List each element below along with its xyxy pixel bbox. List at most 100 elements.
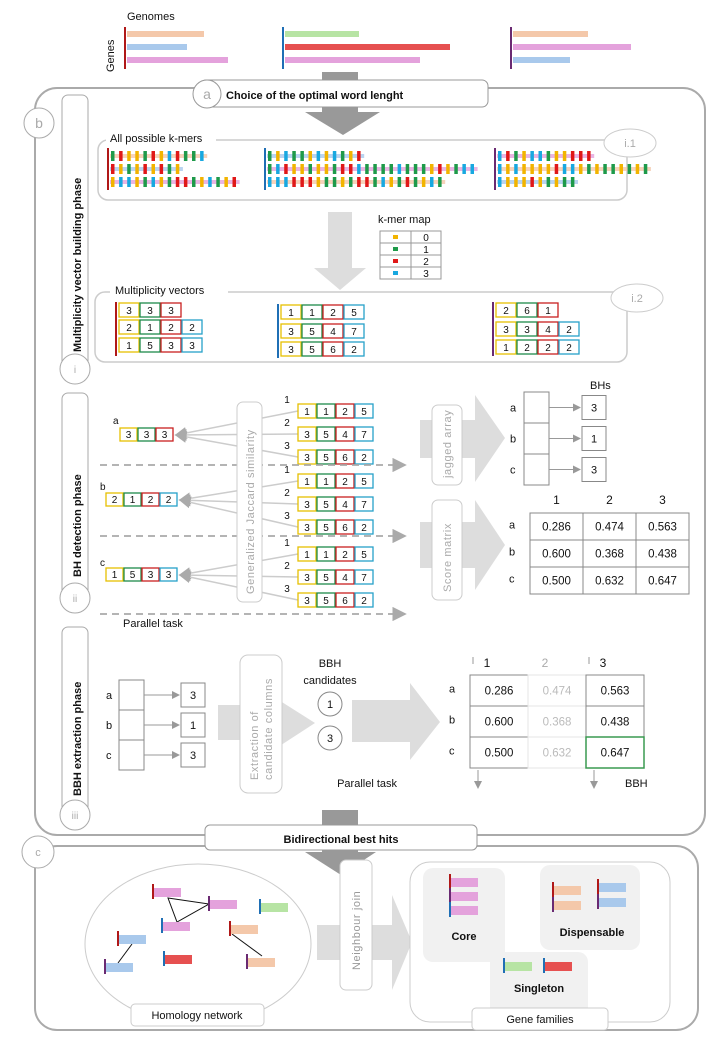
- kmer-tick: [381, 177, 385, 187]
- vector-cell: [105, 567, 124, 582]
- kmer-tick: [127, 177, 131, 187]
- matrix-cell: [469, 705, 529, 738]
- matrix-value: 0.563: [648, 522, 677, 534]
- kmer-tick: [192, 177, 196, 187]
- vector-cell: [335, 496, 355, 512]
- vector-value: 2: [503, 306, 509, 317]
- phase-2-marker: [59, 582, 91, 614]
- homology-edge: [117, 943, 133, 964]
- vector-cell: [343, 304, 365, 320]
- candidate-value: 3: [327, 733, 333, 745]
- vector-value: 7: [361, 430, 367, 441]
- vector-value: 6: [342, 596, 348, 607]
- kmer-tick: [365, 164, 369, 174]
- kmer-tick: [175, 164, 180, 174]
- vector-cell: [160, 319, 182, 335]
- big-arrow-right-icon: [352, 683, 440, 760]
- vector-cell: [105, 492, 124, 507]
- vector-value: 6: [342, 453, 348, 464]
- kmer-tick: [365, 177, 369, 187]
- vector-cell: [137, 427, 156, 442]
- vector-cell: [316, 473, 336, 489]
- kmer-tick: [143, 151, 147, 161]
- genome-marker: [229, 921, 231, 936]
- kmer-tick: [316, 177, 321, 187]
- gene-families-label: Gene families: [506, 1014, 574, 1026]
- kmer-tick: [143, 164, 147, 174]
- genome-marker: [208, 896, 210, 911]
- vector-cell: [297, 592, 317, 608]
- gene-node: [599, 898, 626, 907]
- genome-marker: [246, 954, 248, 969]
- matrix-value: 0.474: [595, 522, 624, 534]
- vector-value: 7: [361, 500, 367, 511]
- vector-value: 2: [361, 523, 367, 534]
- kmer-tick: [349, 151, 353, 161]
- kmer-tick: [405, 164, 410, 174]
- vector-value: 5: [361, 407, 367, 418]
- vector-value: 7: [361, 573, 367, 584]
- kmer-tick: [276, 151, 280, 161]
- kmer-tick: [167, 151, 172, 161]
- genome-marker: [449, 888, 451, 903]
- genome-marker: [163, 951, 165, 966]
- bh-value: 3: [190, 750, 196, 762]
- vector-value: 5: [323, 430, 329, 441]
- vector-cell: [280, 304, 302, 320]
- phase-1-label: Multiplicity vector building phase: [72, 178, 84, 352]
- score-matrix-label: Score matrix: [442, 523, 454, 592]
- kmer-map-cell: [410, 266, 442, 280]
- kmer-strip-bg: [267, 154, 365, 158]
- gene-node: [554, 901, 581, 910]
- vector-value: 1: [112, 570, 118, 581]
- vector-cell: [354, 426, 374, 442]
- gene-bar: [513, 57, 570, 63]
- gene-bar: [513, 44, 631, 50]
- matrix-cell: [529, 539, 584, 568]
- kmer-tick: [643, 164, 648, 174]
- kmer-strip-bg: [110, 180, 240, 184]
- vector-value: 4: [342, 573, 348, 584]
- gene-node: [163, 922, 190, 931]
- vector-cell: [316, 496, 336, 512]
- kmer-tick: [268, 164, 272, 174]
- genome-marker: [117, 931, 119, 946]
- vector-cell: [495, 339, 517, 355]
- kmer-tick: [381, 164, 385, 174]
- matrix-value: 0.438: [601, 717, 630, 729]
- bh-value: 1: [591, 434, 597, 446]
- vector-cell: [516, 321, 538, 337]
- dispensable-label: Dispensable: [560, 927, 625, 939]
- matrix-cell: [529, 566, 584, 595]
- vector-value: 1: [323, 477, 329, 488]
- vector-value: 3: [304, 430, 310, 441]
- vector-cell: [558, 339, 580, 355]
- neighbour-join-pill: [339, 859, 373, 991]
- bh-value: 3: [591, 403, 597, 415]
- kmer-tick: [562, 177, 567, 187]
- kmer-tick: [438, 164, 442, 174]
- kmer-tick: [324, 151, 329, 161]
- vector-value: 3: [168, 341, 174, 352]
- row-label: b: [509, 547, 515, 559]
- bbh-highlight: [585, 736, 645, 769]
- kmer-tick: [159, 151, 164, 161]
- vector-value: 5: [130, 570, 136, 581]
- bh-target-box: [581, 457, 607, 482]
- genome-line: [510, 27, 512, 69]
- genome-line: [277, 304, 279, 358]
- kmer-tick: [357, 164, 361, 174]
- kmer-tick: [470, 164, 474, 174]
- vector-value: 4: [342, 500, 348, 511]
- vector-value: 5: [323, 453, 329, 464]
- vector-cell: [354, 569, 374, 585]
- section-a-marker: [192, 79, 222, 109]
- genome-line: [282, 27, 284, 69]
- vector-cell: [316, 449, 336, 465]
- kmer-tick: [340, 164, 345, 174]
- kmer-tick: [397, 177, 402, 187]
- vector-cell: [322, 341, 344, 357]
- kmer-map-value: 1: [423, 245, 429, 256]
